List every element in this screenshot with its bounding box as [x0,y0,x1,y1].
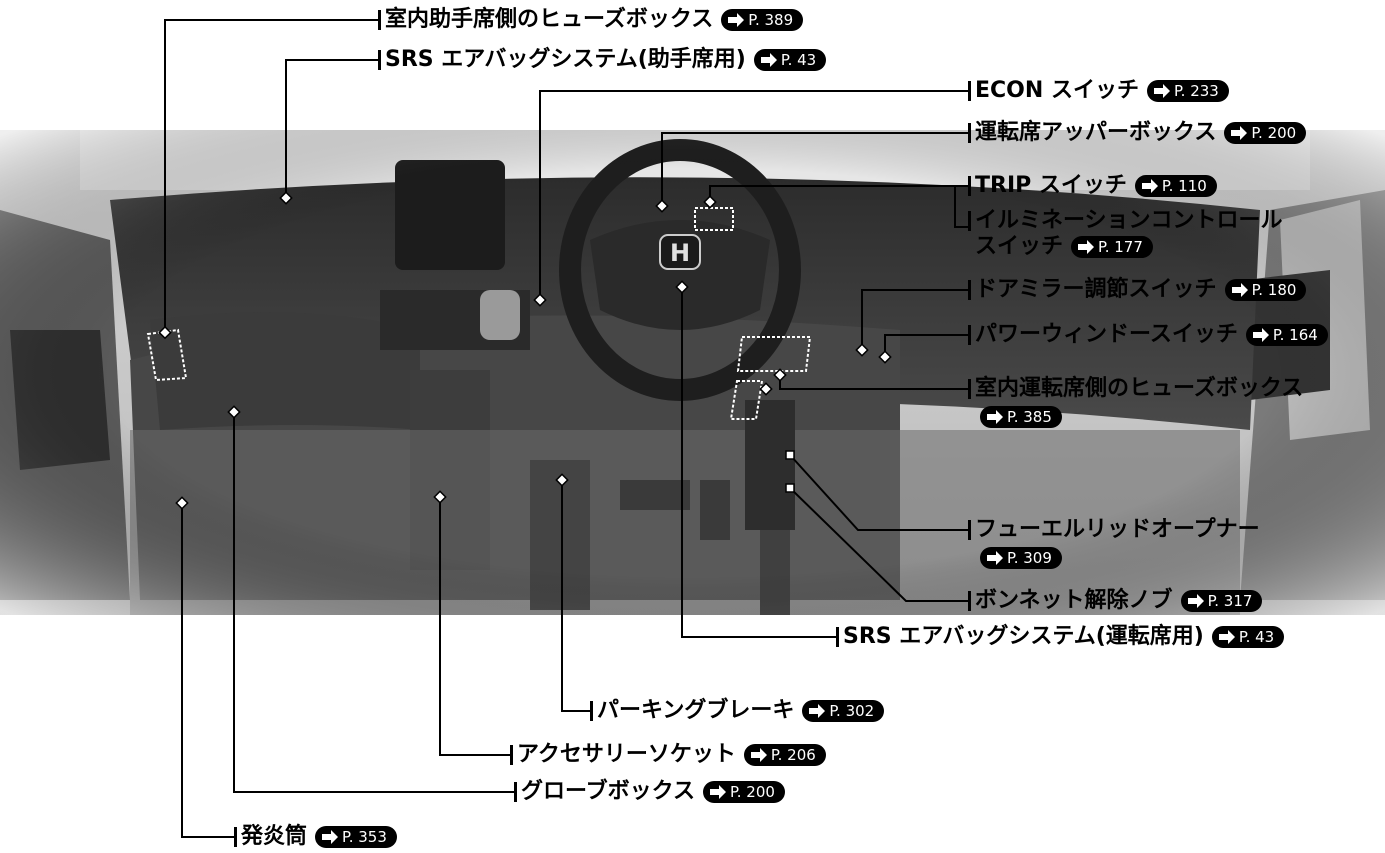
arrow-right-icon [1141,179,1159,193]
page-ref-link[interactable]: P. 389 [721,9,804,31]
page-ref: P. 43 [1238,628,1275,646]
callout-label: ECON スイッチ [975,78,1139,103]
page-ref: P. 206 [770,746,816,764]
callout-label: アクセサリーソケット [517,742,736,767]
callout-mirror: ドアミラー調節スイッチ P. 180 [968,277,1307,303]
arrow-right-icon [1077,240,1095,254]
page-ref-link[interactable]: P. 309 [980,547,1062,569]
label-bar [378,50,381,70]
page-ref-link[interactable]: P. 206 [743,744,826,766]
callout-label: ボンネット解除ノブ [975,588,1173,613]
callout-parking-brake: パーキングブレーキ P. 302 [590,698,885,724]
arrow-right-icon [709,785,727,799]
page-ref: P. 200 [730,783,775,801]
page-ref-link[interactable]: P. 164 [1245,324,1328,346]
arrow-right-icon [750,748,768,762]
page-ref: P. 389 [748,11,794,29]
label-bar [968,280,971,300]
arrow-right-icon [760,53,778,67]
page-ref-link[interactable]: P. 110 [1134,175,1217,197]
page-ref-link[interactable]: P. 43 [1211,626,1285,648]
arrow-right-icon [986,410,1004,424]
callout-label: パーキングブレーキ [597,698,795,723]
arrow-right-icon [986,551,1004,565]
callout-fusebox-driver: 室内運転席側のヒューズボックス P. 385 [968,376,1303,428]
label-bar [234,827,237,847]
label-bar [968,123,971,143]
arrow-right-icon [1218,630,1236,644]
arrow-right-icon [1230,126,1248,140]
callout-label: グローブボックス [521,779,696,804]
callout-upper-box: 運転席アッパーボックス P. 200 [968,120,1307,146]
callout-econ: ECON スイッチ P. 233 [968,78,1229,104]
callout-label: 室内運転席側のヒューズボックス [975,376,1304,401]
page-ref-link[interactable]: P. 200 [703,781,785,803]
page-ref: P. 317 [1207,592,1253,610]
callout-label-line1: イルミネーションコントロール [975,208,1283,233]
callout-label: 運転席アッパーボックス [975,120,1217,145]
page-ref: P. 353 [342,828,387,846]
label-bar [968,176,971,196]
callout-accessory: アクセサリーソケット P. 206 [510,742,826,768]
callout-power-window: パワーウィンドースイッチ P. 164 [968,322,1328,348]
arrow-right-icon [321,830,339,844]
label-bar [968,591,971,611]
page-ref-link[interactable]: P. 177 [1071,236,1153,258]
callout-label: 室内助手席側のヒューズボックス [385,7,714,32]
callout-fuel-lid: フューエルリッドオープナー P. 309 [968,517,1260,569]
callout-label: ドアミラー調節スイッチ [975,277,1217,302]
label-bar [510,745,513,765]
page-ref: P. 233 [1173,82,1219,100]
callout-hood: ボンネット解除ノブ P. 317 [968,588,1263,614]
callout-label: SRS エアバッグシステム(運転席用) [843,624,1204,649]
arrow-right-icon [1153,84,1171,98]
callout-label: パワーウィンドースイッチ [975,322,1238,347]
page-ref-link[interactable]: P. 233 [1146,80,1229,102]
page-ref-link[interactable]: P. 353 [315,826,397,848]
label-bar [378,10,381,30]
page-ref-link[interactable]: P. 43 [753,49,827,71]
callout-airbag-driver: SRS エアバッグシステム(運転席用) P. 43 [836,624,1285,650]
label-bar [836,627,839,647]
page-ref-link[interactable]: P. 180 [1224,279,1307,301]
page-ref-link[interactable]: P. 385 [980,406,1062,428]
callout-trip: TRIP スイッチ P. 110 [968,173,1217,199]
label-bar [590,701,593,721]
page-ref: P. 164 [1272,326,1318,344]
page-ref: P. 309 [1007,549,1052,567]
page-ref: P. 43 [780,51,817,69]
callout-label: SRS エアバッグシステム(助手席用) [385,47,746,72]
callout-label: TRIP スイッチ [975,173,1127,198]
callout-glovebox: グローブボックス P. 200 [514,779,785,805]
callout-label-line2: スイッチ [975,234,1064,259]
callout-label: フューエルリッドオープナー [975,517,1260,542]
page-ref-link[interactable]: P. 302 [802,700,885,722]
label-bar [968,379,971,399]
label-bar [968,81,971,101]
callout-airbag-passenger: SRS エアバッグシステム(助手席用) P. 43 [378,47,827,73]
page-ref: P. 385 [1007,408,1052,426]
label-bar [968,325,971,345]
page-ref: P. 177 [1098,238,1143,256]
page-ref-link[interactable]: P. 317 [1180,590,1263,612]
callout-illumination: イルミネーションコントロール スイッチ P. 177 [968,208,1283,260]
page-ref-link[interactable]: P. 200 [1224,122,1307,144]
page-ref: P. 200 [1251,124,1297,142]
label-bar [968,211,971,231]
label-bar [968,520,971,540]
callout-label: 発炎筒 [241,824,308,849]
arrow-right-icon [1252,328,1270,342]
page-ref: P. 302 [829,702,875,720]
arrow-right-icon [808,704,826,718]
callout-flare: 発炎筒 P. 353 [234,824,397,850]
page-ref: P. 180 [1251,281,1297,299]
page-ref: P. 110 [1161,177,1207,195]
arrow-right-icon [1187,594,1205,608]
arrow-right-icon [727,13,745,27]
label-bar [514,782,517,802]
callout-fusebox-passenger: 室内助手席側のヒューズボックス P. 389 [378,7,804,33]
arrow-right-icon [1231,283,1249,297]
